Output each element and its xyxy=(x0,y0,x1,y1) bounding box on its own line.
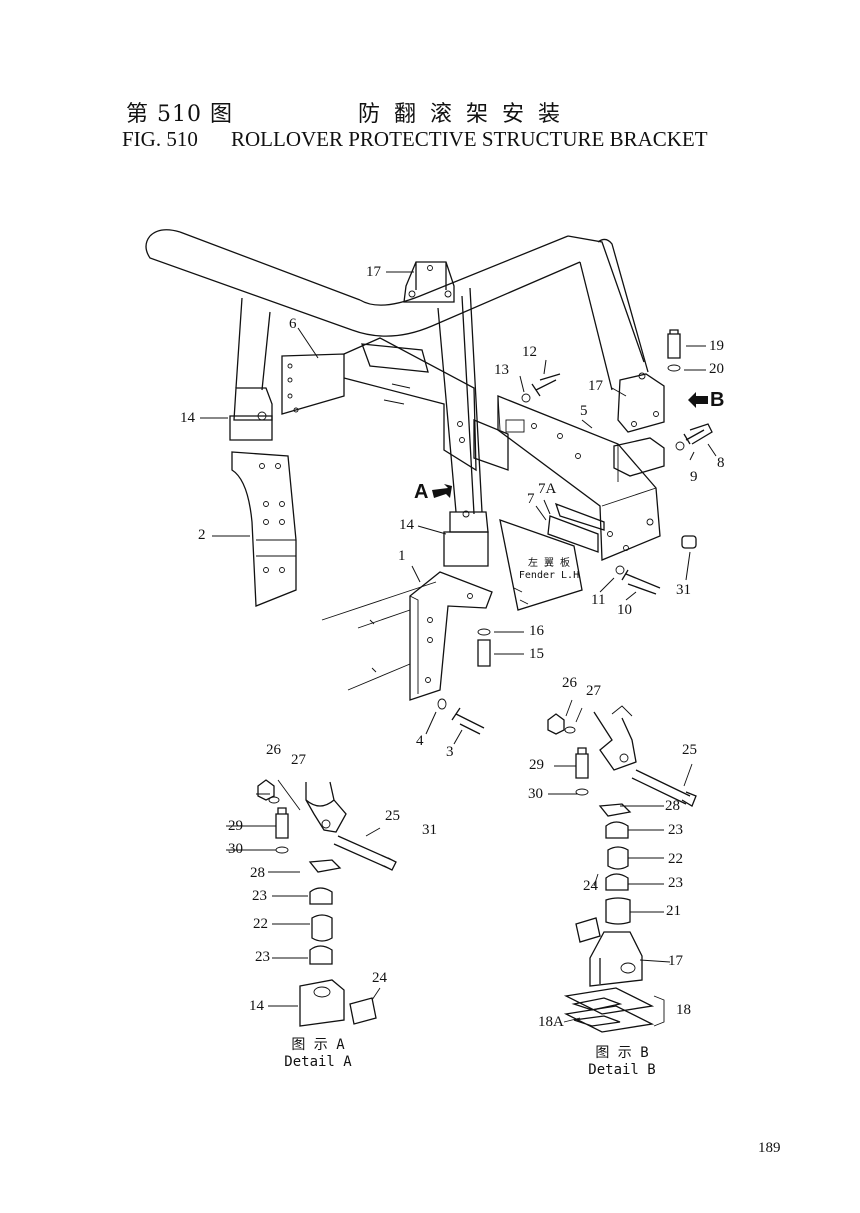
cross-member-drawing xyxy=(281,337,509,472)
detail-a-caption-cn: 图 示 A xyxy=(291,1037,345,1053)
label-part-16: 16 xyxy=(529,623,544,639)
label-detail-b-18a: 18A xyxy=(538,1014,564,1030)
label-part-19: 19 xyxy=(709,338,724,354)
label-part-8: 8 xyxy=(717,455,725,471)
figure-title-cn: 防翻滚架安装 xyxy=(358,102,575,127)
label-part-4: 4 xyxy=(416,733,424,749)
arrow-a-icon xyxy=(432,484,452,498)
label-part-14-left: 14 xyxy=(180,410,195,426)
label-part-9: 9 xyxy=(690,469,698,485)
label-detail-b-23-bottom: 23 xyxy=(668,875,683,891)
label-detail-b-28: 28 xyxy=(665,798,680,814)
leader-lines xyxy=(200,271,717,745)
label-detail-b-30: 30 xyxy=(528,786,543,802)
label-detail-b-17: 17 xyxy=(668,953,683,969)
label-detail-b-29: 29 xyxy=(529,757,544,773)
label-part-2: 2 xyxy=(198,527,206,543)
figure-number-en: FIG. 510 xyxy=(122,127,198,151)
fasteners-drawing xyxy=(437,329,713,735)
label-part-31: 31 xyxy=(676,582,691,598)
label-detail-a-29: 29 xyxy=(228,818,243,834)
detail-a-caption: 图 示 A Detail A xyxy=(268,1034,368,1070)
detail-a-caption-en: Detail A xyxy=(284,1054,352,1070)
label-arrow-b: B xyxy=(710,389,725,411)
figure-number-cn: 第 510 图 xyxy=(126,102,233,127)
label-detail-a-23-bottom: 23 xyxy=(255,949,270,965)
label-detail-a-28: 28 xyxy=(250,865,265,881)
label-part-1: 1 xyxy=(398,548,406,564)
label-part-11: 11 xyxy=(591,592,606,608)
detail-b-drawing xyxy=(547,699,697,1033)
label-detail-b-25: 25 xyxy=(682,742,697,758)
label-part-3: 3 xyxy=(446,744,454,760)
left-mount-drawing xyxy=(229,387,297,607)
label-detail-a-25: 25 xyxy=(385,808,400,824)
fender-label: 左 翼 板 Fender L.H xyxy=(512,558,586,582)
label-part-20: 20 xyxy=(709,361,724,377)
center-mount-drawing xyxy=(443,510,489,567)
label-detail-a-14: 14 xyxy=(249,998,264,1014)
right-frame-drawing xyxy=(497,372,665,561)
detail-b-caption: 图 示 B Detail B xyxy=(572,1042,672,1078)
label-detail-a-27: 27 xyxy=(291,752,306,768)
label-detail-a-26: 26 xyxy=(266,742,281,758)
label-detail-a-30: 30 xyxy=(228,841,243,857)
label-detail-a-22: 22 xyxy=(253,916,268,932)
arrow-b-icon xyxy=(688,392,708,408)
label-part-7: 7 xyxy=(527,491,535,507)
label-part-6: 6 xyxy=(289,316,297,332)
figure-title-en: ROLLOVER PROTECTIVE STRUCTURE BRACKET xyxy=(231,127,708,151)
page-number: 189 xyxy=(758,1140,781,1156)
label-detail-b-21: 21 xyxy=(666,903,681,919)
rops-frame-drawing xyxy=(145,229,649,515)
label-detail-b-27: 27 xyxy=(586,683,601,699)
fender-drawing xyxy=(499,502,605,611)
label-detail-b-26: 26 xyxy=(562,675,577,691)
detail-b-caption-en: Detail B xyxy=(588,1062,656,1078)
label-detail-b-22: 22 xyxy=(668,851,683,867)
detail-a-drawing xyxy=(226,779,397,1027)
label-part-14-center: 14 xyxy=(399,517,414,533)
label-part-5: 5 xyxy=(580,403,588,419)
label-part-7a: 7A xyxy=(538,481,557,497)
label-part-15: 15 xyxy=(529,646,544,662)
label-detail-a-24: 24 xyxy=(372,970,387,986)
label-part-10: 10 xyxy=(617,602,632,618)
detail-b-caption-cn: 图 示 B xyxy=(595,1045,649,1061)
fender-label-en: Fender L.H xyxy=(518,570,580,581)
label-detail-b-23-top: 23 xyxy=(668,822,683,838)
label-arrow-a: A xyxy=(414,481,429,503)
label-part-13: 13 xyxy=(494,362,509,378)
label-part-12: 12 xyxy=(522,344,537,360)
fender-label-cn: 左 翼 板 xyxy=(527,558,571,569)
label-detail-b-18: 18 xyxy=(676,1002,691,1018)
bracket-1-drawing xyxy=(321,571,493,701)
label-part-17-right: 17 xyxy=(588,378,603,394)
label-part-17-top: 17 xyxy=(366,264,381,280)
label-detail-a-23-top: 23 xyxy=(252,888,267,904)
label-detail-a-31: 31 xyxy=(422,822,437,838)
label-detail-b-24: 24 xyxy=(583,878,598,894)
